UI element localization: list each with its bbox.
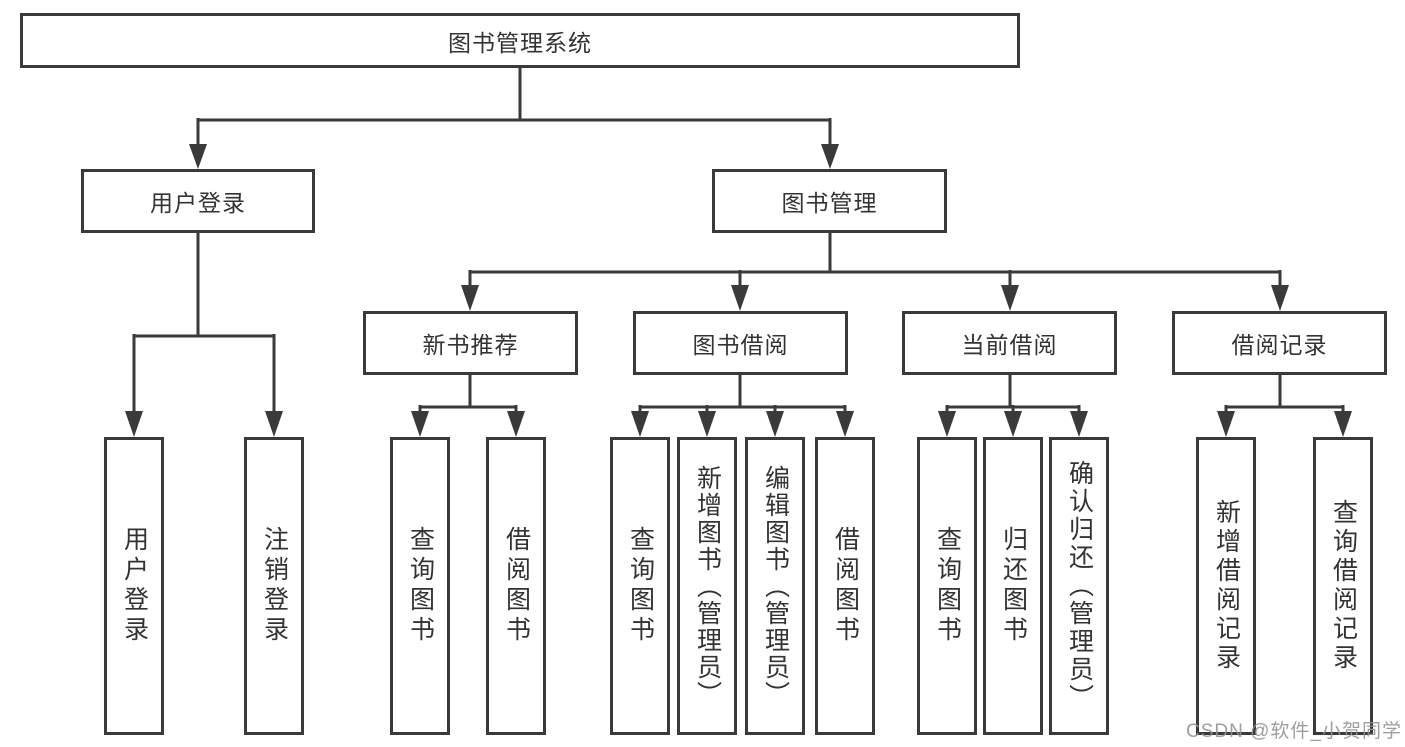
arrow-icon	[1271, 285, 1289, 311]
node-user-login: 用户登录	[81, 169, 315, 233]
connector-book-management	[468, 231, 1282, 290]
connector-book-borrowing	[638, 373, 847, 414]
node-book-management: 图书管理	[712, 169, 947, 233]
arrow-icon	[189, 144, 207, 169]
connector-current-borrowing	[945, 373, 1081, 414]
node-library-management-system: 图书管理系统	[20, 13, 1020, 68]
leaf-borrow-books-borrowing: 借阅图书	[815, 437, 875, 735]
arrow-icon	[938, 411, 956, 437]
leaf-user-login: 用户登录	[104, 437, 164, 735]
connector-new-book	[418, 373, 518, 414]
leaf-add-borrow-record: 新增借阅记录	[1196, 437, 1256, 735]
arrow-icon	[821, 144, 839, 169]
arrow-icon	[731, 285, 749, 311]
node-book-borrowing: 图书借阅	[633, 311, 848, 375]
leaf-query-books-current: 查询图书	[917, 437, 977, 735]
watermark: CSDN @软件_小贺同学	[1186, 721, 1402, 742]
leaf-borrow-books-recommend: 借阅图书	[486, 437, 546, 735]
node-new-book-recommendation: 新书推荐	[363, 311, 578, 375]
arrowheads	[125, 144, 1352, 437]
arrow-icon	[125, 411, 143, 437]
leaf-add-book-admin: 新增图书（管理员）	[677, 437, 737, 735]
leaf-return-books: 归还图书	[983, 437, 1043, 735]
arrow-icon	[698, 411, 716, 437]
leaf-query-books-recommend: 查询图书	[390, 437, 450, 735]
leaf-logout: 注销登录	[244, 437, 304, 735]
arrow-icon	[1334, 411, 1352, 437]
arrow-icon	[1070, 411, 1088, 437]
arrow-icon	[507, 411, 525, 437]
leaf-confirm-return-admin: 确认归还（管理员）	[1049, 437, 1109, 735]
connector-root-trunk	[196, 66, 832, 148]
arrow-icon	[766, 411, 784, 437]
node-current-borrowing: 当前借阅	[902, 311, 1117, 375]
arrow-icon	[1001, 285, 1019, 311]
arrow-icon	[1217, 411, 1235, 437]
arrow-icon	[836, 411, 854, 437]
arrow-icon	[1004, 411, 1022, 437]
arrow-icon	[411, 411, 429, 437]
arrow-icon	[461, 285, 479, 311]
connector-user-login	[132, 231, 276, 414]
arrow-icon	[631, 411, 649, 437]
leaf-edit-book-admin: 编辑图书（管理员）	[745, 437, 805, 735]
leaf-query-books-borrowing: 查询图书	[610, 437, 670, 735]
connector-borrowing-records	[1224, 373, 1345, 414]
node-borrowing-records: 借阅记录	[1172, 311, 1387, 375]
leaf-query-borrow-record: 查询借阅记录	[1313, 437, 1373, 735]
arrow-icon	[265, 411, 283, 437]
